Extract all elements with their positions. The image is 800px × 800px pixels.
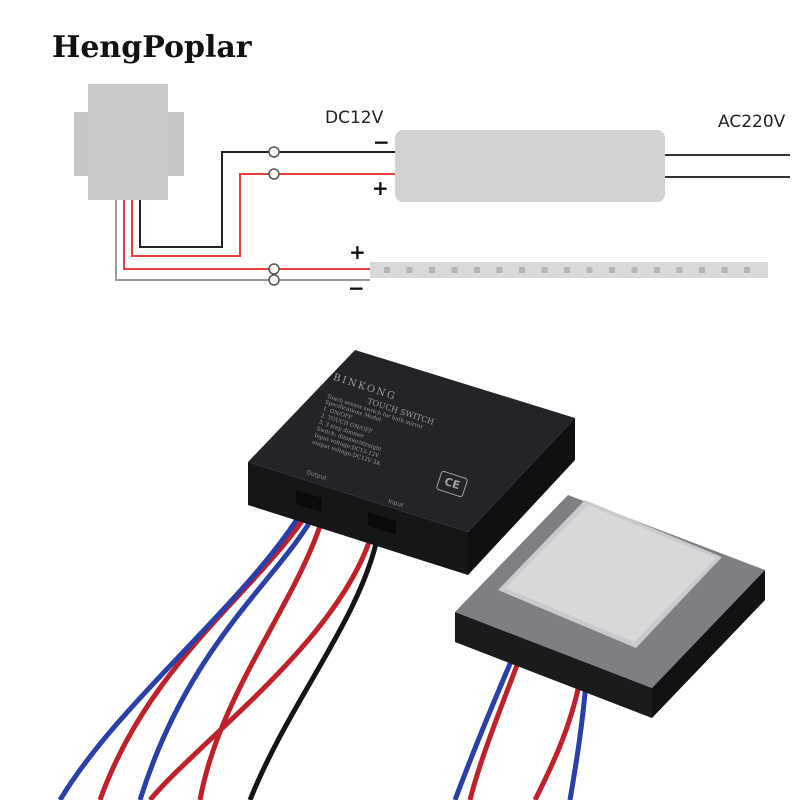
- terminal-dc-neg: [268, 146, 280, 158]
- led-dot: [564, 267, 570, 273]
- led-dot: [541, 267, 548, 273]
- dc-label: DC12V: [325, 108, 384, 128]
- brand-title: HengPoplar: [52, 30, 252, 65]
- sensor-cables: [452, 649, 589, 800]
- controller-module: [248, 350, 575, 575]
- led-positive-wire: [123, 200, 370, 270]
- led-dot: [654, 267, 660, 273]
- led-dot: [496, 267, 503, 273]
- controller-cables: [57, 503, 381, 800]
- led-dot: [631, 267, 638, 273]
- led-dot: [609, 267, 615, 273]
- led-dot: [519, 267, 525, 273]
- dc-positive-wire: [131, 173, 395, 257]
- led-dot: [744, 267, 750, 273]
- led-dot: [676, 267, 683, 273]
- led-dot: [451, 267, 458, 273]
- led-dot: [474, 267, 480, 273]
- dc-plus-sign: +: [372, 176, 389, 200]
- terminal-led-neg: [268, 274, 280, 286]
- input-port: [368, 512, 396, 535]
- led-dot: [699, 267, 705, 273]
- terminal-dc-pos: [268, 168, 280, 180]
- led-negative-wire: [115, 200, 370, 281]
- led-dot: [586, 267, 593, 273]
- output-port: [296, 490, 322, 512]
- led-dot: [406, 267, 413, 273]
- touch-sensor-panel: [455, 495, 765, 718]
- dc-minus-sign: −: [373, 130, 390, 154]
- led-dot: [721, 267, 728, 273]
- led-dot: [429, 267, 435, 273]
- led-minus-sign: −: [348, 276, 365, 300]
- led-dots: [384, 267, 750, 273]
- led-plus-sign: +: [349, 240, 366, 264]
- switch-body: [88, 84, 168, 200]
- switch-box: [74, 84, 184, 200]
- ac-label: AC220V: [718, 112, 786, 132]
- dc-negative-wire: [139, 151, 395, 248]
- terminal-led-pos: [268, 263, 280, 275]
- power-supply: [395, 130, 665, 202]
- led-dot: [384, 267, 390, 273]
